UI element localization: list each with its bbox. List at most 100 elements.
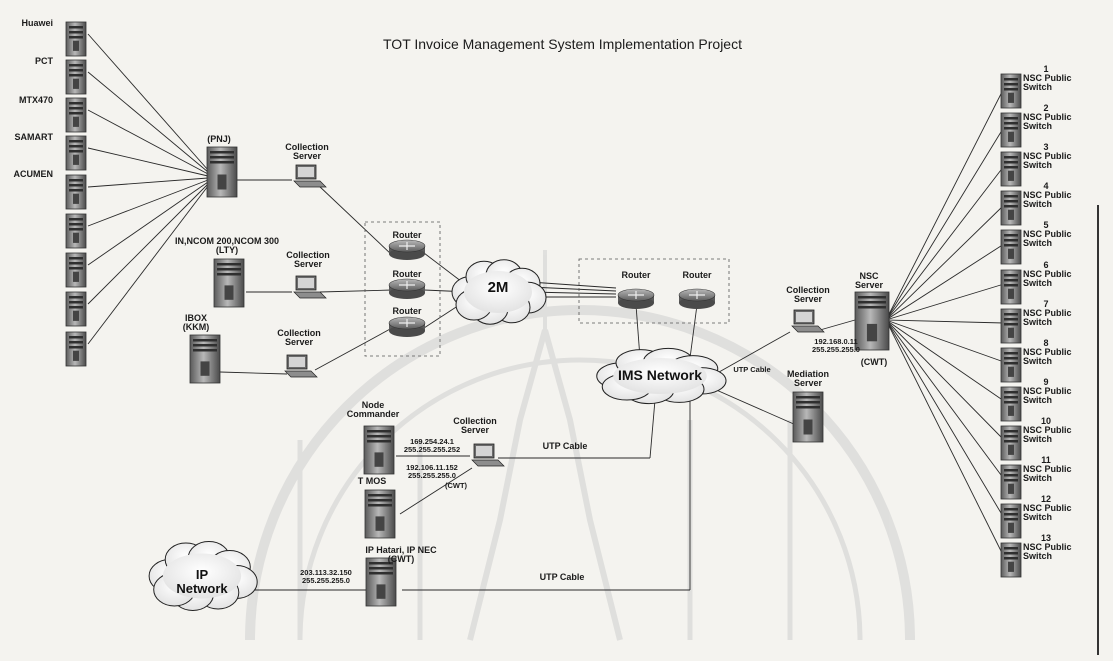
pnj-server-tower [206, 146, 238, 198]
switch-tower-3 [65, 97, 87, 133]
node-commander-tower [363, 425, 395, 475]
nsc-switch-link [885, 204, 1005, 321]
nsc-switch-num: 13 [1040, 533, 1051, 543]
lty-label: IN,NCOM 200,NCOM 300 (LTY) [174, 236, 280, 256]
nsc-switch-link [885, 319, 1005, 480]
router-3-label: Router [392, 306, 422, 316]
collection-server-2 [293, 275, 327, 299]
router-5 [678, 288, 716, 309]
cloud-2m [451, 259, 547, 325]
nsc-switch-link [885, 319, 1005, 519]
nsc-switch-label: NSC Public Switch [1023, 151, 1072, 171]
watermark [245, 250, 915, 641]
switch-tower-7 [65, 252, 87, 288]
devices [65, 21, 1022, 611]
nsc-switch-tower-2 [1000, 112, 1022, 148]
nsc-switch-link [885, 319, 1005, 441]
collection-server-1-label: Collection Server [285, 142, 329, 162]
router-1-label: Router [392, 230, 422, 240]
link-tmos-cwt [399, 467, 473, 515]
nsc-switch-label: NSC Public Switch [1023, 503, 1072, 523]
nsc-switch-num: 8 [1043, 338, 1049, 348]
nsc-switch-tower-9 [1000, 386, 1022, 422]
link-collection2-router2 [319, 289, 393, 293]
nsc-switch-num: 6 [1043, 260, 1049, 270]
link-2m-routers [529, 286, 617, 292]
ip-cwt-top: 169.254.24.1 255.255.255.252 [403, 437, 461, 454]
nsc-switch-label: NSC Public Switch [1023, 425, 1072, 445]
nsc-switch-tower-5 [1000, 229, 1022, 265]
nsc-switch-num: 7 [1043, 299, 1049, 309]
ibox-label: IBOX (KKM) [182, 313, 210, 333]
nsc-switch-label: NSC Public Switch [1023, 73, 1072, 93]
nsc-switch-num: 4 [1043, 181, 1049, 191]
nsc-switch-label: NSC Public Switch [1023, 229, 1072, 249]
switch-link [87, 177, 209, 188]
link-cwt-ims [649, 399, 656, 459]
link-ims-mediation [704, 384, 797, 426]
ip-hatari-tower [365, 557, 397, 607]
nsc-switch-tower-1 [1000, 73, 1022, 109]
collection-server-3 [284, 354, 318, 378]
router-5-label: Router [682, 270, 712, 280]
nsc-switch-link [885, 319, 1005, 558]
nsc-switch-label: NSC Public Switch [1023, 112, 1072, 132]
ip-cwt-tag: (CWT) [444, 481, 468, 490]
switch-link [87, 183, 209, 305]
cloud-2m-label: 2M [487, 279, 509, 296]
nsc-switch-tower-8 [1000, 347, 1022, 383]
switch-link [87, 185, 209, 345]
nsc-switch-label: NSC Public Switch [1023, 542, 1072, 562]
nsc-switch-link [885, 126, 1005, 321]
switch-tower-2 [65, 59, 87, 95]
switch-label-samart: SAMART [14, 132, 54, 142]
right-frame-line [1097, 205, 1099, 655]
nsc-switch-link [885, 319, 1005, 324]
nsc-switch-label: NSC Public Switch [1023, 308, 1072, 328]
ibox-server-tower [189, 334, 221, 384]
switch-link [87, 33, 209, 171]
router-2-label: Router [392, 269, 422, 279]
nsc-switch-tower-12 [1000, 503, 1022, 539]
nsc-switch-num: 10 [1040, 416, 1051, 426]
switch-link [87, 179, 209, 227]
nsc-switch-tower-7 [1000, 308, 1022, 344]
tmos-label: T MOS [357, 476, 387, 486]
switch-tower-6 [65, 213, 87, 249]
collection-server-cwt-label: Collection Server [453, 416, 497, 436]
ip-hatari-address: 203.113.32.150 255.255.255.0 [300, 568, 352, 585]
switch-label-huawei: Huawei [21, 18, 53, 28]
switch-tower-8 [65, 291, 87, 327]
nsc-switch-label: NSC Public Switch [1023, 464, 1072, 484]
nsc-switch-num: 12 [1040, 494, 1051, 504]
switch-link [87, 181, 209, 266]
switch-label-pct: PCT [35, 56, 53, 66]
cloud-ims [596, 347, 727, 405]
nsc-switch-label: NSC Public Switch [1023, 386, 1072, 406]
switch-tower-1 [65, 21, 87, 57]
nsc-switch-tower-13 [1000, 542, 1022, 578]
router-1 [388, 239, 426, 260]
collection-server-2-label: Collection Server [286, 250, 330, 270]
collection-server-3-label: Collection Server [277, 328, 321, 348]
tmos-tower [364, 489, 396, 539]
collection-server-cwt [471, 443, 505, 467]
switch-link [87, 109, 209, 175]
utp-cable-label-3: UTP Cable [539, 572, 585, 582]
switch-link [87, 147, 209, 177]
link-ibox-collection [219, 371, 288, 375]
link-2m-routers [529, 281, 617, 289]
router-2 [388, 278, 426, 299]
nsc-switch-link [885, 319, 1005, 363]
collection-server-1 [293, 164, 327, 188]
